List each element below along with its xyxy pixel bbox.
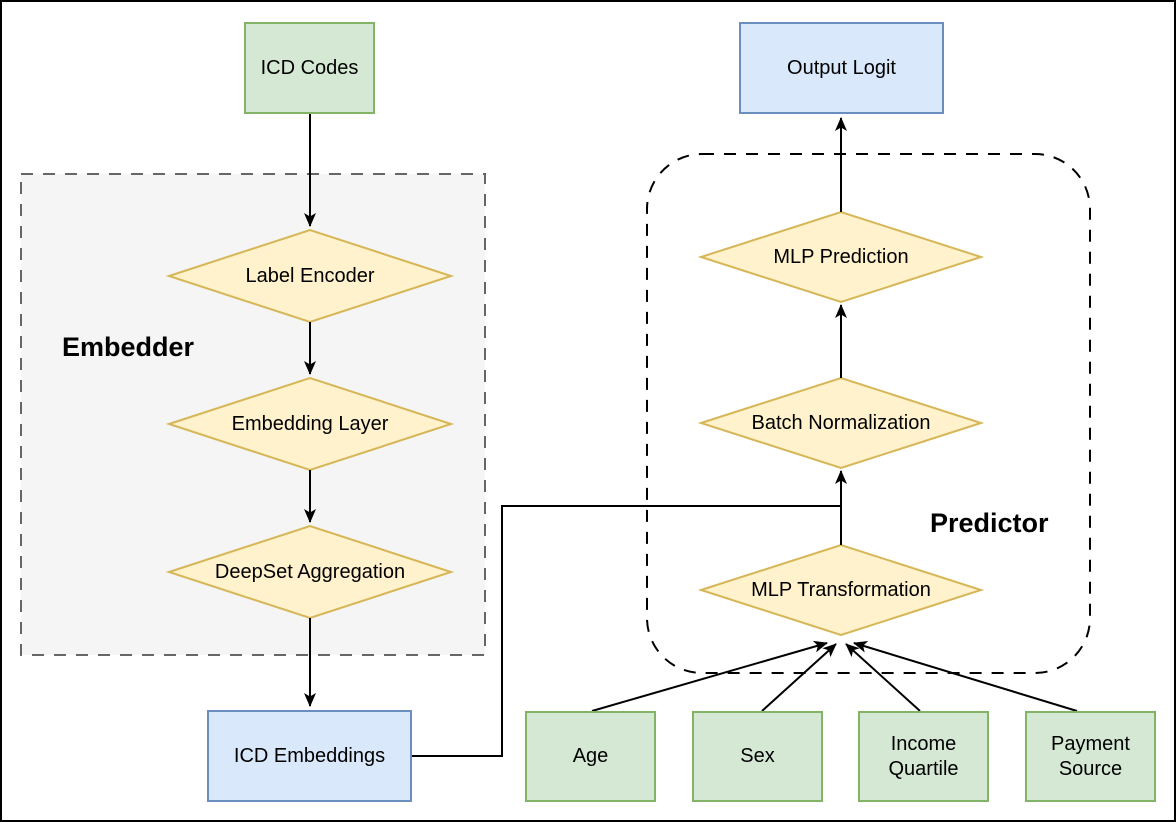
node-payment-source-label: Payment Source [1051,732,1130,780]
node-label-encoder: Label Encoder [245,264,375,287]
edge-paymentsource-to-mlptransformation [853,641,1078,712]
node-icd-codes: ICD Codes [244,22,375,114]
node-age: Age [525,711,656,802]
node-age-label: Age [572,745,609,767]
node-batch-normalization: Batch Normalization [751,411,931,434]
edge-age-to-mlptransformation [591,640,828,712]
predictor-group-label: Predictor [930,508,1049,538]
node-icd-codes-label: ICD Codes [260,56,359,79]
edge-icdembeddings-to-batchnorm [412,505,840,757]
mlp-transformation-diamond [697,543,985,637]
node-output-logit-label: Output Logit [787,56,896,79]
predictor-group-container [646,153,1091,674]
batch-normalization-diamond [697,376,985,470]
node-mlp-prediction: MLP Prediction [773,245,909,268]
mlp-prediction-diamond [697,210,985,304]
node-income-quartile: Income Quartile [858,711,989,802]
node-icd-embeddings: ICD Embeddings [207,710,412,802]
node-output-logit: Output Logit [739,22,944,114]
embedder-group-label: Embedder [62,332,195,362]
deepset-aggregation-diamond [165,524,455,620]
label-encoder-diamond [165,228,455,324]
edge-incomequartile-to-mlptransformation [845,643,921,712]
node-income-quartile-label: Income Quartile [888,732,959,780]
embedding-layer-diamond [165,376,455,472]
node-sex-label: Sex [740,745,775,767]
node-icd-embeddings-label: ICD Embeddings [233,744,386,767]
node-deepset-aggregation: DeepSet Aggregation [214,560,406,583]
node-payment-source: Payment Source [1025,711,1156,802]
edge-sex-to-mlptransformation [761,643,837,712]
node-sex: Sex [692,711,823,802]
node-mlp-transformation: MLP Transformation [751,578,931,601]
node-embedding-layer: Embedding Layer [231,412,389,435]
